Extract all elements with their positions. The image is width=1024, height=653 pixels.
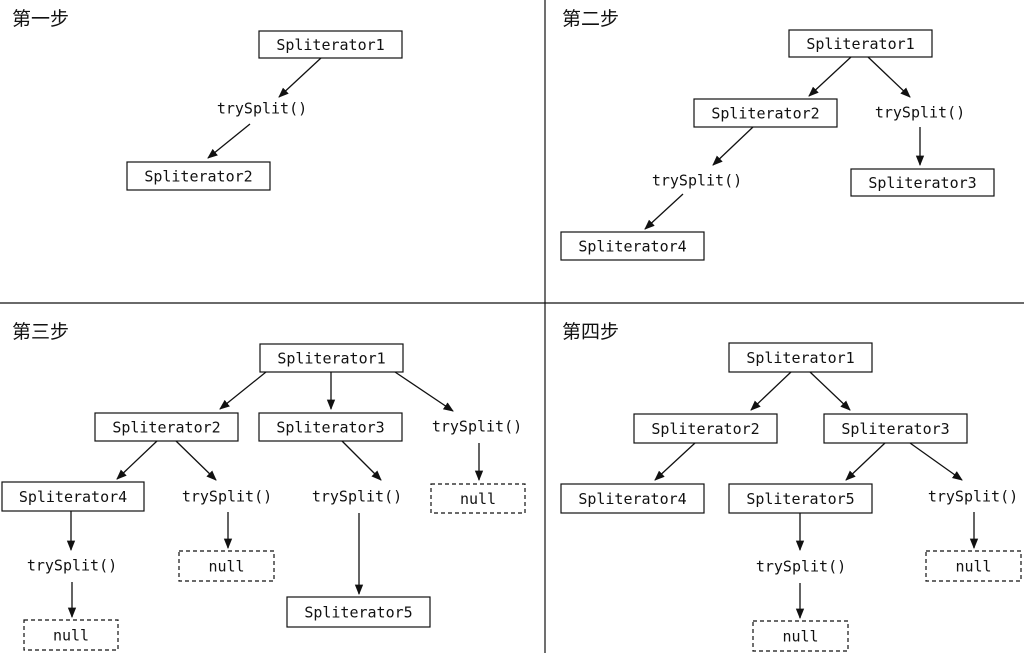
- trysplit-call-label: trySplit(): [27, 557, 117, 575]
- arrow-s1-to-s2: [219, 371, 267, 410]
- dashed-border: [178, 550, 275, 582]
- node-border: [823, 413, 968, 444]
- node-border: [258, 30, 403, 59]
- spliterator-node: Spliterator2: [633, 413, 778, 444]
- trysplit-call-label: trySplit(): [182, 488, 272, 506]
- node-border: [259, 343, 404, 373]
- arrow-s2-to-s4: [116, 440, 158, 480]
- spliterator-label: Spliterator3: [868, 174, 976, 192]
- spliterator-node: Spliterator2: [94, 412, 239, 442]
- spliterator-node: Spliterator3: [823, 413, 968, 444]
- arrow-s1-to-tr: [867, 56, 911, 98]
- spliterator-label: Spliterator3: [841, 420, 949, 438]
- spliterator-node: Spliterator1: [728, 342, 873, 373]
- panel-title: 第二步: [562, 8, 619, 30]
- spliterator-label: Spliterator1: [806, 35, 914, 53]
- spliterator-node: Spliterator4: [560, 483, 705, 514]
- arrow-s1-to-s2: [808, 56, 852, 97]
- spliterator-label: Spliterator2: [711, 105, 819, 123]
- null-result-box: null: [430, 483, 526, 514]
- node-border: [1, 481, 145, 512]
- trysplit-call-label: trySplit(): [652, 172, 742, 190]
- arrow-s1-to-tA: [394, 371, 454, 412]
- trysplit-call-label: trySplit(): [312, 488, 402, 506]
- panel-title: 第一步: [12, 8, 69, 30]
- spliterator-label: Spliterator1: [746, 349, 854, 367]
- panel-title: 第四步: [562, 321, 619, 343]
- arrow-s1-to-s3: [809, 371, 851, 411]
- panel-title: 第三步: [12, 321, 69, 343]
- node-border: [633, 413, 778, 444]
- node-border: [560, 483, 705, 514]
- spliterator-node: Spliterator4: [1, 481, 145, 512]
- spliterator-node: Spliterator1: [788, 29, 933, 58]
- spliterator-node: Spliterator1: [258, 30, 403, 59]
- node-border: [728, 342, 873, 373]
- spliterator-label: Spliterator5: [746, 490, 854, 508]
- arrow-s2-to-tB: [175, 440, 217, 481]
- node-border: [126, 161, 271, 191]
- node-border: [258, 412, 403, 442]
- spliterator-label: Spliterator4: [578, 238, 686, 256]
- null-label: null: [782, 628, 818, 646]
- node-border: [788, 29, 933, 58]
- node-border: [693, 98, 838, 128]
- null-label: null: [208, 558, 244, 576]
- node-border: [850, 168, 995, 197]
- arrow-s3-to-tA: [909, 442, 963, 481]
- null-result-box: null: [752, 620, 849, 652]
- spliterator-label: Spliterator5: [304, 604, 412, 622]
- spliterator-node: Spliterator2: [126, 161, 271, 191]
- trysplit-call-label: trySplit(): [756, 558, 846, 576]
- arrow-tl-to-s4: [644, 193, 684, 230]
- null-result-box: null: [23, 619, 119, 651]
- arrow-s2-to-tl: [712, 126, 754, 166]
- arrow-s3-to-tC: [341, 440, 382, 481]
- arrow-s1-to-s2: [750, 371, 792, 411]
- panel-step-one: 第一步 Spliterator1 trySplit() Spliterator2: [12, 8, 403, 191]
- spliterator-node: Spliterator1: [259, 343, 404, 373]
- arrow-s2-to-s4: [654, 442, 696, 481]
- spliterator-label: Spliterator1: [277, 350, 385, 368]
- dashed-border: [925, 550, 1022, 582]
- arrow-t1-to-s2: [207, 123, 251, 159]
- null-label: null: [53, 627, 89, 645]
- spliterator-node: Spliterator2: [693, 98, 838, 128]
- spliterator-node: Spliterator5: [728, 483, 873, 514]
- spliterator-label: Spliterator2: [651, 420, 759, 438]
- dashed-border: [430, 483, 526, 514]
- spliterator-node: Spliterator3: [258, 412, 403, 442]
- trysplit-call-label: trySplit(): [432, 418, 522, 436]
- dashed-border: [23, 619, 119, 651]
- dashed-border: [752, 620, 849, 652]
- null-result-box: null: [178, 550, 275, 582]
- trysplit-call-label: trySplit(): [875, 104, 965, 122]
- node-border: [94, 412, 239, 442]
- null-label: null: [955, 558, 991, 576]
- trysplit-call-label: trySplit(): [928, 488, 1018, 506]
- spliterator-node: Spliterator5: [286, 596, 431, 628]
- spliterator-label: Spliterator4: [19, 488, 127, 506]
- null-label: null: [460, 490, 496, 508]
- spliterator-label: Spliterator2: [112, 419, 220, 437]
- arrow-s3-to-s5: [845, 442, 886, 481]
- spliterator-node: Spliterator3: [850, 168, 995, 197]
- node-border: [560, 231, 705, 261]
- trysplit-call-label: trySplit(): [217, 100, 307, 118]
- null-result-box: null: [925, 550, 1022, 582]
- spliterator-label: Spliterator3: [276, 419, 384, 437]
- spliterator-node: Spliterator4: [560, 231, 705, 261]
- node-border: [728, 483, 873, 514]
- node-border: [286, 596, 431, 628]
- spliterator-label: Spliterator4: [578, 490, 686, 508]
- spliterator-label: Spliterator2: [144, 168, 252, 186]
- spliterator-label: Spliterator1: [276, 36, 384, 54]
- arrow-s1-to-t1: [278, 57, 322, 98]
